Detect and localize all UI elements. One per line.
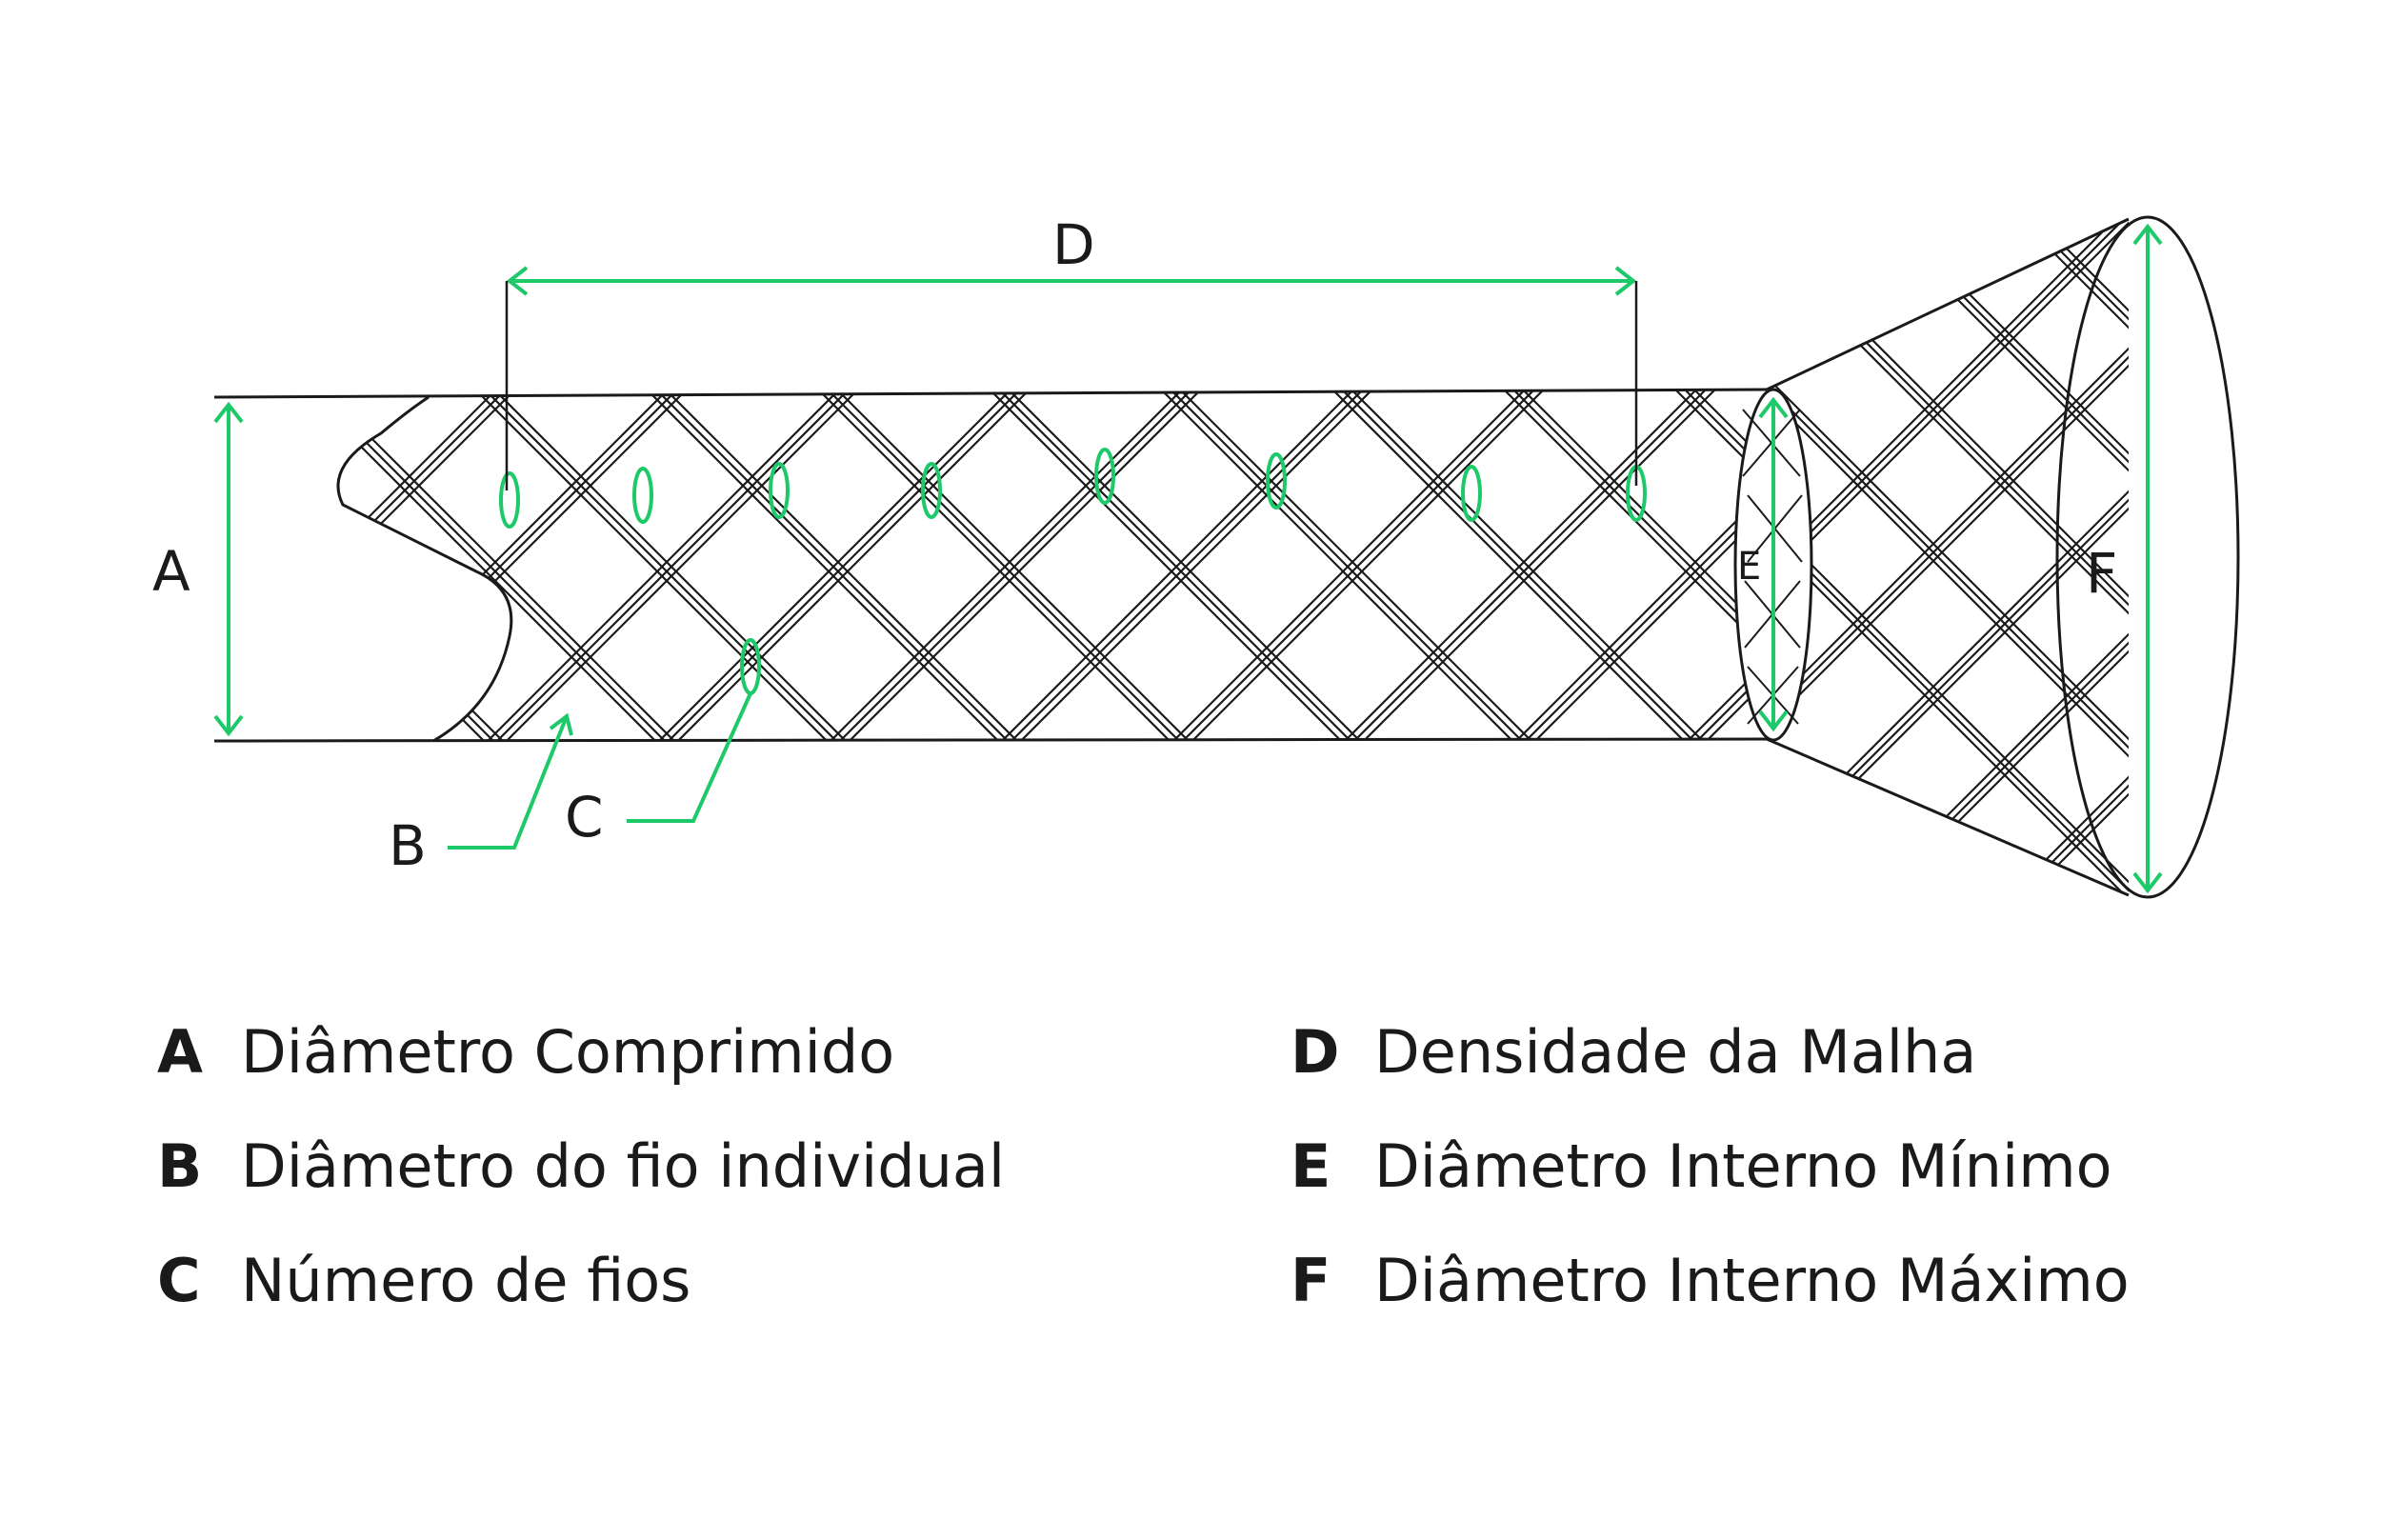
strand-count-loops (499, 448, 1647, 695)
braid-strand (1991, 219, 2129, 895)
strand-loop (1266, 452, 1287, 510)
braid-strand (1999, 219, 2129, 895)
braid-strand (1991, 219, 2129, 895)
braid-strand (1332, 390, 1715, 741)
braid-strand (475, 390, 858, 741)
braid-strand (338, 390, 525, 741)
braid-strand (1999, 219, 2129, 895)
braid-strand (338, 390, 506, 741)
braid-strand (1666, 390, 1784, 741)
legend-key: B (157, 1131, 203, 1201)
legend-key: D (1291, 1017, 1340, 1087)
legend-text: Diâmetro Interno Mínimo (1374, 1131, 2112, 1201)
braid-strand (1161, 390, 1544, 741)
label-f: F (2086, 541, 2117, 606)
tube-braid-mesh (338, 390, 1784, 741)
braid-strand (1342, 390, 1725, 741)
legend-item-e: E Diâmetro Interno Mínimo (1291, 1131, 2112, 1201)
legend-key: A (157, 1017, 203, 1087)
legend-text: Diâmetro Interno Máximo (1374, 1246, 2130, 1315)
braid-strand (1767, 219, 2129, 895)
label-b: B (389, 813, 427, 878)
braid-strand (1513, 390, 1784, 741)
braid-strand (637, 390, 1020, 741)
legend-text: Diâmetro Comprimido (241, 1017, 895, 1087)
legend-text: Número de fios (241, 1246, 691, 1315)
braid-strand (1848, 219, 2129, 895)
legend-key: C (157, 1246, 201, 1315)
braid-strand (809, 390, 1191, 741)
dimension-markers (213, 223, 2163, 894)
strand-loop (1461, 465, 1482, 522)
braid-strand (485, 390, 868, 741)
braid-strand (1767, 219, 2129, 895)
braid-strand (1675, 390, 1784, 741)
label-c: C (565, 785, 604, 850)
legend-item-f: F Diâmetro Interno Máximo (1291, 1246, 2130, 1315)
braid-strand (1151, 390, 1534, 741)
legend-text: Densidade da Malha (1374, 1017, 1977, 1087)
strand-loop (499, 471, 520, 529)
braid-strand (647, 390, 1030, 741)
strand-loop (740, 638, 761, 695)
braid-strand (466, 390, 849, 741)
legend-item-b: B Diâmetro do fio individual (157, 1131, 1005, 1201)
strand-loop (921, 462, 942, 519)
braid-strand (1856, 219, 2129, 895)
legend-item-c: C Número de fios (157, 1246, 690, 1315)
braid-strand (990, 390, 1372, 741)
braid-strand (338, 390, 515, 741)
legend-item-a: A Diâmetro Comprimido (157, 1017, 894, 1087)
braid-strand (1848, 219, 2129, 895)
braid-strand (1767, 219, 2129, 895)
strand-loop (769, 462, 790, 519)
tube-outline (213, 388, 1768, 743)
braid-strand (1323, 390, 1706, 741)
braid-strand (1170, 390, 1553, 741)
braid-strand (1666, 390, 1784, 741)
braid-strand (1856, 219, 2129, 895)
legend-key: F (1291, 1246, 1331, 1315)
density-extension-lines (505, 281, 1638, 490)
braid-strand (999, 390, 1382, 741)
braid-strand (980, 390, 1363, 741)
braid-strand (818, 390, 1201, 741)
label-a: A (152, 539, 190, 604)
braid-strand (1504, 390, 1784, 741)
braid-strand (656, 390, 1039, 741)
legend-key: E (1291, 1131, 1331, 1201)
braid-strand (1675, 390, 1784, 741)
braid-strand (1494, 390, 1784, 741)
label-e: E (1737, 545, 1761, 589)
braid-strand (828, 390, 1211, 741)
legend-item-d: D Densidade da Malha (1291, 1017, 1976, 1087)
max-diameter-ring (2055, 215, 2240, 899)
legend-text: Diâmetro do fio individual (241, 1131, 1006, 1201)
strand-loop (1094, 448, 1115, 505)
braid-strand (1865, 219, 2129, 895)
label-d: D (1052, 212, 1095, 277)
braid-strand (1865, 219, 2129, 895)
strand-loop (632, 467, 653, 524)
